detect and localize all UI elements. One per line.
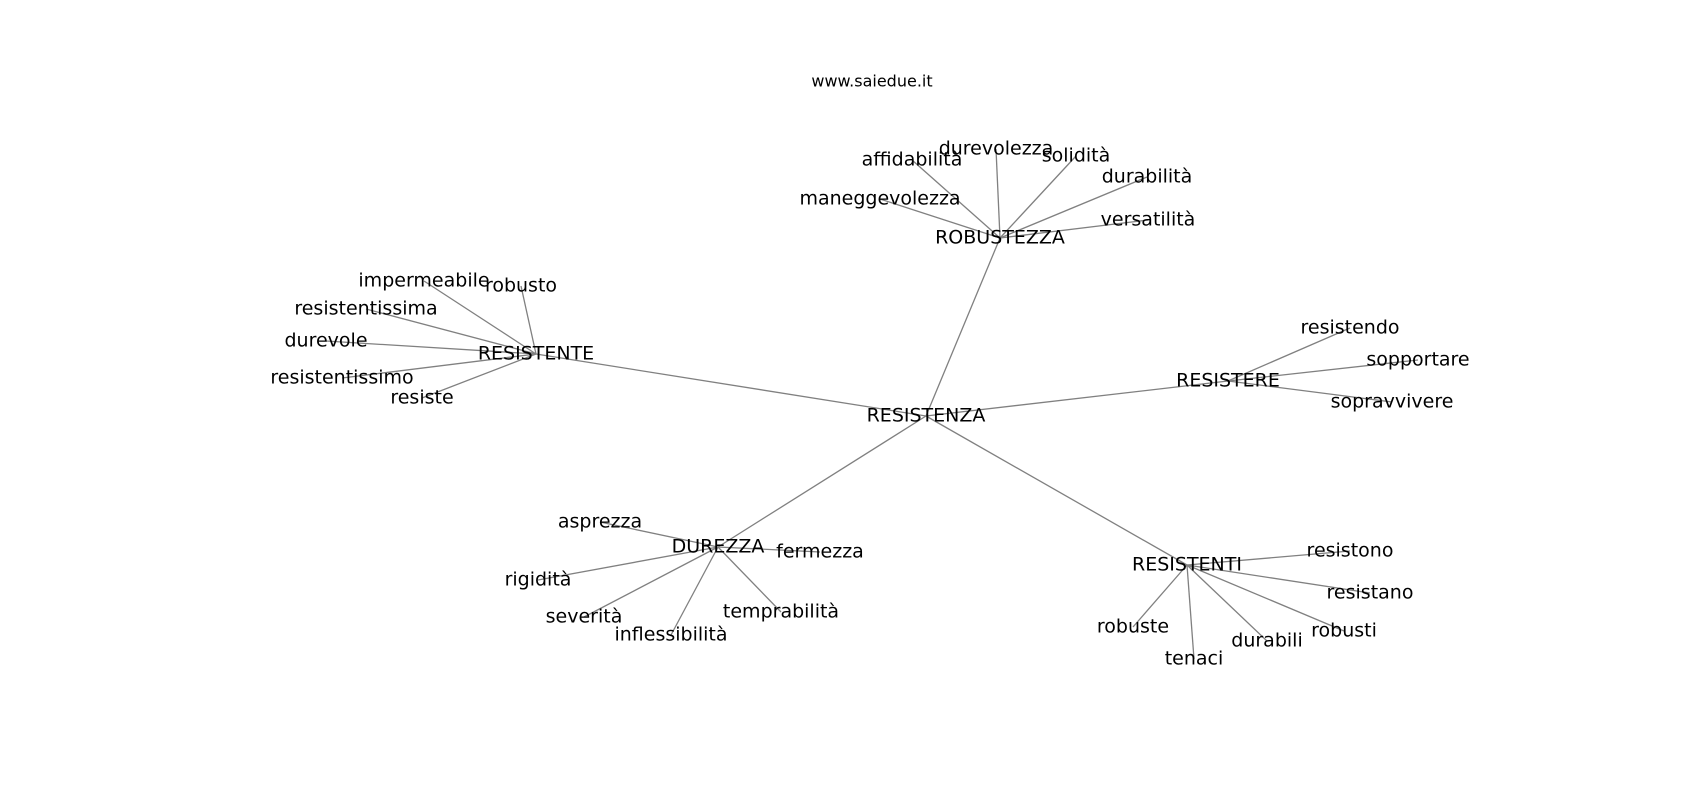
node-label-versatilita: versatilità [1101, 209, 1196, 231]
node-label-sopportare: sopportare [1366, 349, 1469, 371]
edge-durezza-inflessibilita [670, 546, 719, 636]
edge-resistenza-resistere [925, 380, 1229, 417]
node-label-tenaci: tenaci [1165, 648, 1224, 670]
node-label-robusto: robusto [485, 275, 557, 297]
node-label-resistendo: resistendo [1300, 317, 1399, 339]
node-label-durevole: durevole [284, 330, 367, 352]
node-label-fermezza: fermezza [776, 541, 864, 563]
node-label-resistono: resistono [1307, 540, 1394, 562]
edge-resistente-resiste [421, 353, 537, 399]
edge-durezza-temprabilita [717, 546, 782, 613]
node-label-affidabilita: affidabilità [862, 149, 963, 171]
edge-resistere-resistendo [1227, 327, 1351, 382]
edge-resistenti-resistono [1186, 550, 1351, 566]
edges-layer [325, 148, 1419, 660]
node-label-resistere: RESISTERE [1176, 370, 1280, 392]
edge-robustezza-maneggevolezza [879, 198, 1001, 239]
edge-resistente-impermeabile [423, 280, 537, 355]
edge-resistenza-durezza [717, 415, 927, 548]
node-label-maneggevolezza: maneggevolezza [799, 188, 960, 210]
edge-resistenza-resistente [535, 353, 927, 417]
edge-resistente-robusto [520, 285, 537, 355]
node-label-durabili: durabili [1231, 630, 1302, 652]
edge-resistenza-robustezza [925, 237, 1001, 417]
edge-robustezza-solidita [999, 155, 1077, 239]
node-label-durezza: DUREZZA [672, 536, 765, 558]
edge-resistenti-robuste [1132, 564, 1188, 628]
node-label-impermeabile: impermeabile [358, 270, 489, 292]
edge-resistenti-tenaci [1186, 564, 1195, 660]
edge-robustezza-affidabilita [911, 159, 1001, 239]
node-label-robuste: robuste [1097, 616, 1169, 638]
node-label-rigidita: rigidità [505, 569, 572, 591]
node-label-asprezza: asprezza [558, 511, 642, 533]
labels-layer: RESISTENZAROBUSTEZZAaffidabilitàdurevole… [270, 138, 1469, 670]
edge-durezza-asprezza [599, 521, 719, 548]
edge-resistente-resistentissimo [341, 353, 537, 379]
edge-durezza-rigidita [537, 546, 719, 581]
node-label-durabilita: durabilità [1102, 166, 1193, 188]
node-label-durevolezza: durevolezza [939, 138, 1054, 160]
edge-robustezza-versatilita [999, 219, 1149, 239]
node-label-robustezza: ROBUSTEZZA [935, 227, 1065, 249]
node-label-severita: severità [546, 606, 623, 628]
edge-resistenti-durabili [1186, 564, 1268, 642]
edge-resistere-sopravvivere [1227, 380, 1393, 403]
node-label-robusti: robusti [1311, 620, 1377, 642]
watermark-text: www.saiedue.it [811, 72, 932, 91]
node-label-resistenti: RESISTENTI [1132, 554, 1242, 576]
edge-resistente-resistentissima [365, 308, 537, 355]
node-label-resistano: resistano [1327, 582, 1414, 604]
node-label-temprabilita: temprabilità [723, 601, 839, 623]
node-label-resistente: RESISTENTE [478, 343, 594, 365]
edge-robustezza-durabilita [999, 176, 1148, 239]
node-label-resiste: resiste [390, 387, 453, 409]
node-label-resistentissima: resistentissima [294, 298, 437, 320]
node-label-resistenza: RESISTENZA [867, 405, 986, 427]
edge-resistente-durevole [325, 340, 537, 355]
node-label-solidita: solidità [1042, 145, 1111, 167]
edge-durezza-fermezza [717, 546, 821, 553]
edge-robustezza-durevolezza [995, 148, 1001, 239]
edge-resistenza-resistenti [925, 415, 1188, 566]
edge-resistenti-resistano [1186, 564, 1371, 594]
node-label-resistentissimo: resistentissimo [270, 367, 413, 389]
edge-resistere-sopportare [1227, 359, 1419, 382]
node-label-sopravvivere: sopravvivere [1331, 391, 1454, 413]
edge-durezza-severita [583, 546, 719, 618]
node-label-inflessibilita: inflessibilità [614, 624, 727, 646]
edge-resistenti-robusti [1186, 564, 1345, 632]
